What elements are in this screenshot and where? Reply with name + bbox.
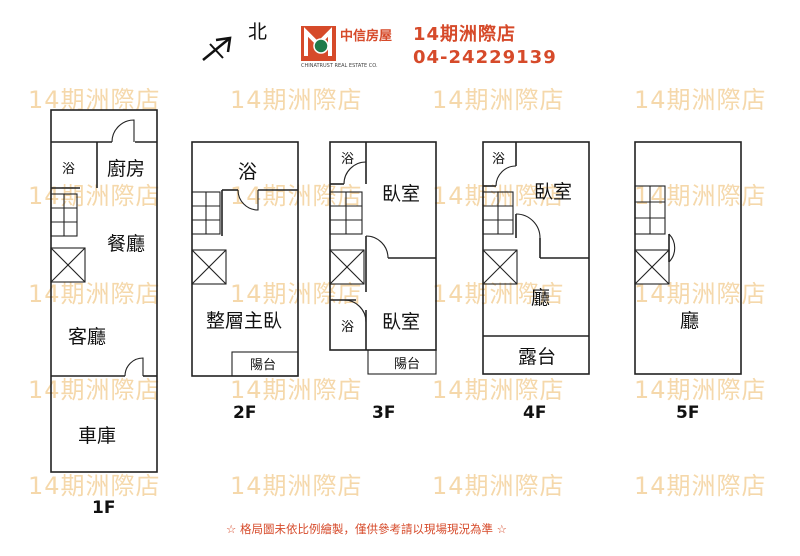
room-label-hall: 廳 xyxy=(680,310,699,332)
watermark: 14期洲際店 xyxy=(634,86,767,114)
room-label-bedroom-bottom: 臥室 xyxy=(382,311,420,333)
floor-1f: 浴 廚房 餐廳 客廳 車庫 1F xyxy=(50,109,158,518)
watermark: 14期洲際店 xyxy=(230,182,363,210)
store-name: 14期洲際店 xyxy=(413,23,516,45)
floor-label-3f: 3F xyxy=(372,403,395,423)
watermark: 14期洲際店 xyxy=(230,280,363,308)
floor-3f: 浴 臥室 浴 臥室 陽台 3F xyxy=(329,141,437,423)
room-label-balcony: 陽台 xyxy=(250,358,276,373)
room-label-bath-bottom: 浴 xyxy=(341,320,354,335)
room-label-living: 客廳 xyxy=(68,326,106,348)
footer-disclaimer: ☆ 格局圖未依比例繪製，僅供參考請以現場現況為準 ☆ xyxy=(226,522,507,536)
watermark: 14期洲際店 xyxy=(634,376,767,404)
north-arrow-icon xyxy=(202,36,232,61)
watermark: 14期洲際店 xyxy=(432,86,565,114)
north-label: 北 xyxy=(248,21,267,43)
room-label-bath-top: 浴 xyxy=(341,152,354,167)
watermark: 14期洲際店 xyxy=(230,472,363,500)
watermark: 14期洲際店 xyxy=(634,472,767,500)
watermark: 14期洲際店 xyxy=(230,86,363,114)
company-logo: 中信房屋 CHINATRUST REAL ESTATE CO. xyxy=(301,26,392,69)
room-label-terrace: 露台 xyxy=(518,346,556,368)
floor-label-1f: 1F xyxy=(92,498,115,518)
floor-label-2f: 2F xyxy=(233,403,256,423)
phone-number: 04-24229139 xyxy=(413,47,557,68)
watermark: 14期洲際店 xyxy=(432,472,565,500)
floor-2f: 浴 整層主臥 陽台 2F xyxy=(191,141,299,423)
room-label-garage: 車庫 xyxy=(78,425,116,447)
room-label-bath: 浴 xyxy=(62,162,75,177)
room-label-bath: 浴 xyxy=(238,161,257,183)
watermark: 14期洲際店 xyxy=(28,376,161,404)
room-label-master-bedroom: 整層主臥 xyxy=(206,310,282,332)
room-label-bath: 浴 xyxy=(492,152,505,167)
floor-label-4f: 4F xyxy=(523,403,546,423)
logo-subtitle: CHINATRUST REAL ESTATE CO. xyxy=(301,63,378,69)
room-label-balcony: 陽台 xyxy=(394,357,420,372)
room-label-bedroom: 臥室 xyxy=(534,181,572,203)
watermark: 14期洲際店 xyxy=(28,182,161,210)
watermark: 14期洲際店 xyxy=(28,280,161,308)
watermark-layer: 14期洲際店 14期洲際店 14期洲際店 14期洲際店 14期洲際店 14期洲際… xyxy=(28,86,767,500)
floor-4f: 浴 臥室 廳 露台 4F xyxy=(482,141,590,423)
watermark: 14期洲際店 xyxy=(28,472,161,500)
watermark: 14期洲際店 xyxy=(634,182,767,210)
floor-5f: 廳 5F xyxy=(634,141,742,423)
room-label-dining: 餐廳 xyxy=(107,233,145,255)
watermark: 14期洲際店 xyxy=(432,280,565,308)
floor-label-5f: 5F xyxy=(676,403,699,423)
logo-name: 中信房屋 xyxy=(340,28,392,44)
room-label-hall: 廳 xyxy=(531,287,550,309)
watermark: 14期洲際店 xyxy=(634,280,767,308)
room-label-bedroom-top: 臥室 xyxy=(382,183,420,205)
room-label-kitchen: 廚房 xyxy=(107,157,145,180)
watermark: 14期洲際店 xyxy=(432,376,565,404)
watermark: 14期洲際店 xyxy=(230,376,363,404)
